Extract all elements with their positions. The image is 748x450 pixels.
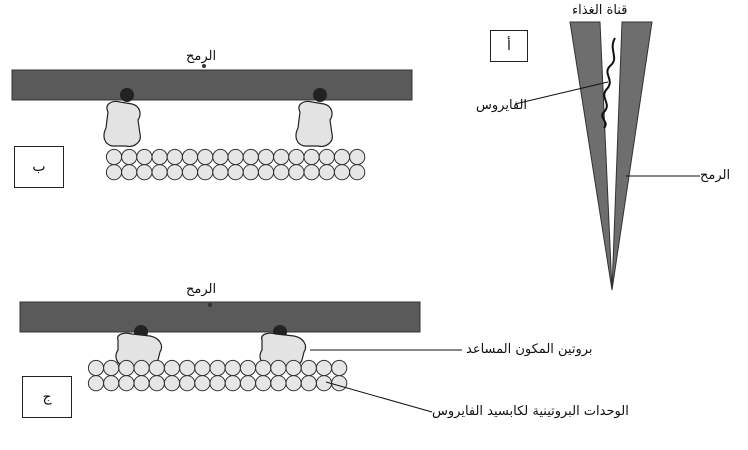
capsid-sphere [349, 148, 366, 166]
capsid-sphere [194, 359, 211, 377]
capsid-sphere [103, 359, 120, 377]
capsid-sphere [163, 375, 181, 392]
capsid-sphere [118, 359, 135, 377]
capsid-sphere [285, 375, 302, 392]
capsid-sphere [181, 148, 199, 166]
food-canal-label: قناة الغذاء [572, 3, 628, 18]
capsid-sphere [227, 148, 244, 166]
capsid-sphere [239, 375, 257, 392]
capsid-sphere [103, 375, 120, 392]
capsid-sphere [242, 148, 259, 166]
stylet-wedge-right [611, 21, 653, 291]
panel-c [19, 301, 462, 413]
capsid-sphere [136, 164, 153, 181]
capsid-sphere [255, 359, 272, 377]
capsid-sphere [331, 359, 348, 377]
capsid-sphere [148, 359, 165, 377]
stylet-c-pointer-dot [208, 303, 212, 307]
capsid-sphere [212, 148, 229, 166]
capsid-sphere [209, 359, 226, 377]
capsid-sphere [166, 164, 183, 181]
capsid-sphere [318, 148, 335, 166]
capsid-sphere [300, 375, 317, 392]
attachment-dot [313, 88, 327, 102]
helper-protein [103, 100, 141, 147]
capsid-sphere [212, 164, 229, 181]
stylet-a-label: الرمح [700, 168, 731, 183]
virus-label: الفايروس [476, 98, 528, 113]
capsid-sphere [300, 359, 317, 377]
capsid-sphere [288, 148, 305, 166]
capsid-sphere [242, 164, 259, 181]
capsid-sphere [179, 375, 196, 392]
capsid-sphere [227, 164, 244, 181]
capsid-sphere [270, 359, 287, 377]
capsid-sphere [273, 164, 290, 181]
capsid-rows-c [87, 359, 348, 392]
capsid-sphere [333, 148, 351, 166]
panel-b-box: ب [14, 146, 64, 188]
capsid-sphere [105, 148, 123, 166]
capsid-sphere [136, 148, 153, 166]
capsid-sphere [224, 359, 241, 377]
helper-protein [295, 100, 333, 147]
stylet-bar-c [19, 301, 421, 333]
capsid-sphere [270, 375, 287, 392]
capsid-rows-b [105, 148, 366, 181]
capsid-sphere [179, 359, 196, 377]
virus-pointer-line [514, 81, 609, 105]
virus-particle [601, 37, 616, 129]
capsid-sphere [118, 375, 135, 392]
capsid-sphere [151, 148, 168, 166]
panel-a-stylet [514, 21, 700, 291]
capsid-sphere [181, 164, 199, 181]
capsid-sphere [257, 164, 275, 181]
capsid-sphere [87, 375, 105, 392]
capsid-sphere [255, 375, 272, 392]
helper-protein-label: بروتين المكون المساعد [466, 342, 593, 357]
capsid-sphere [331, 375, 348, 392]
capsid-sphere [285, 359, 302, 377]
capsid-sphere [318, 164, 335, 181]
capsid-sphere [333, 164, 351, 181]
panel-b [11, 64, 413, 181]
panel-a-box: أ [490, 30, 528, 62]
capsid-sphere [209, 375, 226, 392]
capsid-sphere [239, 359, 257, 377]
capsid-sphere [163, 359, 181, 377]
capsid-sphere [148, 375, 165, 392]
capsid-sphere [133, 375, 150, 392]
capsid-sphere [288, 164, 305, 181]
capsid-units-label: الوحدات البروتينية لكابسيد الفايروس [432, 404, 629, 419]
capsid-sphere [303, 148, 320, 166]
attachment-dot [120, 88, 134, 102]
stylet-b-pointer-dot [202, 64, 206, 68]
capsid-sphere [133, 359, 150, 377]
stylet-bar-b [11, 69, 413, 101]
stylet-wedge-left [569, 21, 613, 291]
stylet-b-label: الرمح [186, 49, 217, 64]
capsid-sphere [121, 148, 138, 166]
stylet-c-label: الرمح [186, 282, 217, 297]
capsid-pointer-line [325, 381, 433, 413]
capsid-sphere [197, 148, 214, 166]
panel-c-box: ج [22, 376, 72, 418]
capsid-sphere [197, 164, 214, 181]
capsid-sphere [315, 359, 333, 377]
capsid-sphere [166, 148, 183, 166]
capsid-sphere [257, 148, 275, 166]
capsid-sphere [105, 164, 123, 181]
capsid-sphere [349, 164, 366, 181]
capsid-sphere [194, 375, 211, 392]
capsid-sphere [87, 359, 105, 377]
capsid-sphere [224, 375, 241, 392]
capsid-sphere [273, 148, 290, 166]
capsid-sphere [151, 164, 168, 181]
capsid-sphere [303, 164, 320, 181]
capsid-sphere [121, 164, 138, 181]
